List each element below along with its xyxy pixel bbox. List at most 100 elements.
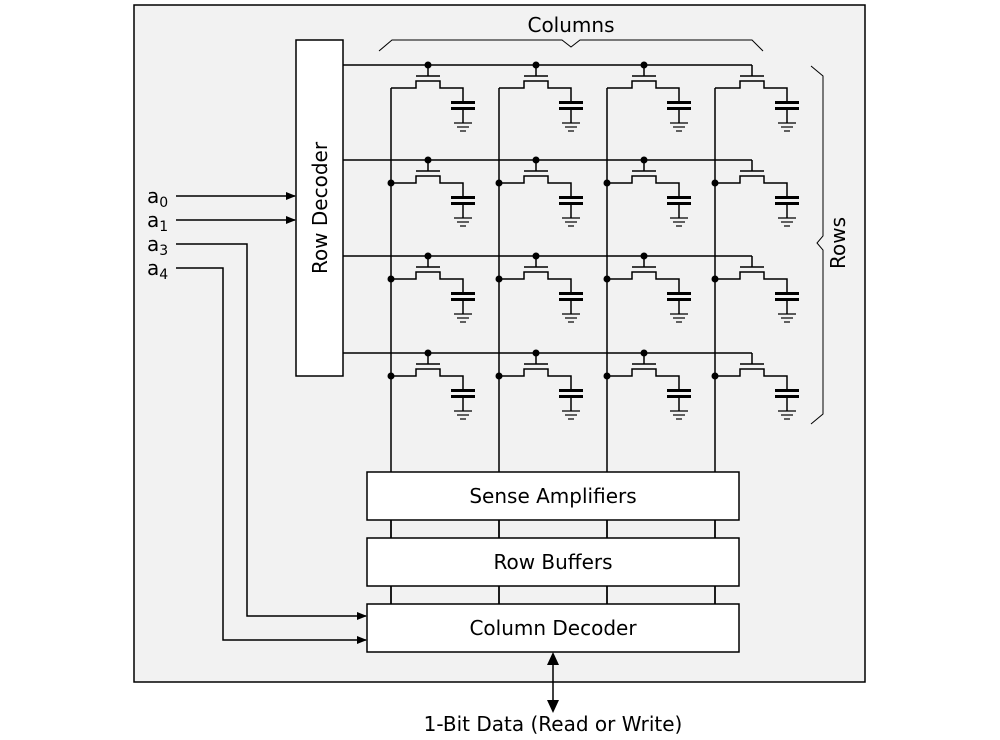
address-label: a3 [147, 232, 168, 259]
capacitor-icon [559, 298, 583, 301]
dram-cell-icon [391, 353, 475, 420]
transistor-channel [499, 80, 572, 102]
transistor-channel [715, 368, 788, 390]
junction-dot-icon [603, 179, 611, 187]
transistor-channel [607, 175, 680, 197]
sense-amplifiers-block: Sense Amplifiers [366, 471, 740, 521]
junction-dot-icon [532, 252, 540, 260]
capacitor-icon [559, 395, 583, 398]
address-input-a1: a1 [147, 208, 296, 235]
capacitor-icon [451, 107, 475, 110]
ground-icon [562, 217, 580, 227]
transistor-channel [607, 368, 680, 390]
junction-dot-icon [532, 156, 540, 164]
address-wire [176, 243, 367, 620]
transistor-channel [715, 80, 788, 102]
transistor-channel [499, 271, 572, 293]
junction-dot-icon [495, 179, 503, 187]
junction-dot-icon [711, 275, 719, 283]
junction-dot-icon [640, 61, 648, 69]
column-decoder-block: Column Decoder [366, 603, 740, 653]
capacitor-icon [775, 298, 799, 301]
ground-icon [454, 410, 472, 420]
ground-icon [562, 313, 580, 323]
capacitor-icon [775, 389, 799, 392]
dram-cell-icon [715, 160, 799, 227]
junction-dot-icon [424, 61, 432, 69]
ground-icon [670, 410, 688, 420]
ground-icon [562, 410, 580, 420]
junction-dot-icon [495, 275, 503, 283]
transistor-channel [391, 271, 464, 293]
data-io-label: 1-Bit Data (Read or Write) [424, 712, 683, 736]
ground-icon [454, 313, 472, 323]
capacitor-icon [667, 107, 691, 110]
capacitor-icon [775, 107, 799, 110]
junction-dot-icon [603, 275, 611, 283]
capacitor-icon [667, 395, 691, 398]
junction-dot-icon [532, 349, 540, 357]
ground-icon [670, 217, 688, 227]
sense-amplifiers-label: Sense Amplifiers [469, 484, 636, 508]
junction-dot-icon [532, 61, 540, 69]
dram-cell-icon [499, 353, 583, 420]
capacitor-icon [667, 298, 691, 301]
rows-label: Rows [826, 217, 850, 269]
capacitor-icon [775, 292, 799, 295]
transistor-channel [391, 368, 464, 390]
junction-dot-icon [495, 372, 503, 380]
capacitor-icon [451, 389, 475, 392]
junction-dot-icon [424, 349, 432, 357]
address-wire [176, 267, 367, 644]
capacitor-icon [559, 389, 583, 392]
address-label: a1 [147, 208, 168, 235]
row-buffers-label: Row Buffers [493, 550, 612, 574]
address-input-a4: a4 [147, 256, 367, 644]
column-decoder-label: Column Decoder [469, 616, 637, 640]
ground-icon [670, 313, 688, 323]
address-label: a0 [147, 184, 168, 211]
capacitor-icon [667, 196, 691, 199]
dram-cell-icon [499, 65, 583, 132]
junction-dot-icon [387, 372, 395, 380]
dram-cell-icon [715, 353, 799, 420]
address-input-a0: a0 [147, 184, 296, 211]
capacitor-icon [559, 101, 583, 104]
capacitor-icon [451, 292, 475, 295]
capacitor-icon [451, 101, 475, 104]
transistor-channel [391, 175, 464, 197]
ground-icon [778, 410, 796, 420]
dram-cell-icon [391, 65, 475, 132]
ground-icon [778, 313, 796, 323]
capacitor-icon [775, 196, 799, 199]
dram-cell-icon [715, 65, 799, 132]
ground-icon [778, 122, 796, 132]
row-decoder: Row Decoder [295, 39, 344, 377]
capacitor-icon [451, 298, 475, 301]
capacitor-icon [667, 389, 691, 392]
bidirectional-arrow-icon [547, 652, 559, 713]
transistor-channel [607, 80, 680, 102]
rows-brace [810, 65, 824, 425]
capacitor-icon [775, 395, 799, 398]
junction-dot-icon [387, 275, 395, 283]
transistor-channel [499, 368, 572, 390]
dram-cell-icon [607, 65, 691, 132]
capacitor-icon [775, 101, 799, 104]
junction-dot-icon [711, 179, 719, 187]
capacitor-icon [775, 202, 799, 205]
transistor-channel [391, 80, 464, 102]
row-decoder-label: Row Decoder [308, 141, 332, 274]
dram-cell-icon [391, 256, 475, 323]
ground-icon [778, 217, 796, 227]
capacitor-icon [667, 202, 691, 205]
transistor-channel [499, 175, 572, 197]
dram-cell-icon [715, 256, 799, 323]
dram-cell-icon [607, 353, 691, 420]
junction-dot-icon [387, 179, 395, 187]
dram-cell-icon [499, 160, 583, 227]
junction-dot-icon [603, 372, 611, 380]
transistor-channel [715, 175, 788, 197]
ground-icon [670, 122, 688, 132]
